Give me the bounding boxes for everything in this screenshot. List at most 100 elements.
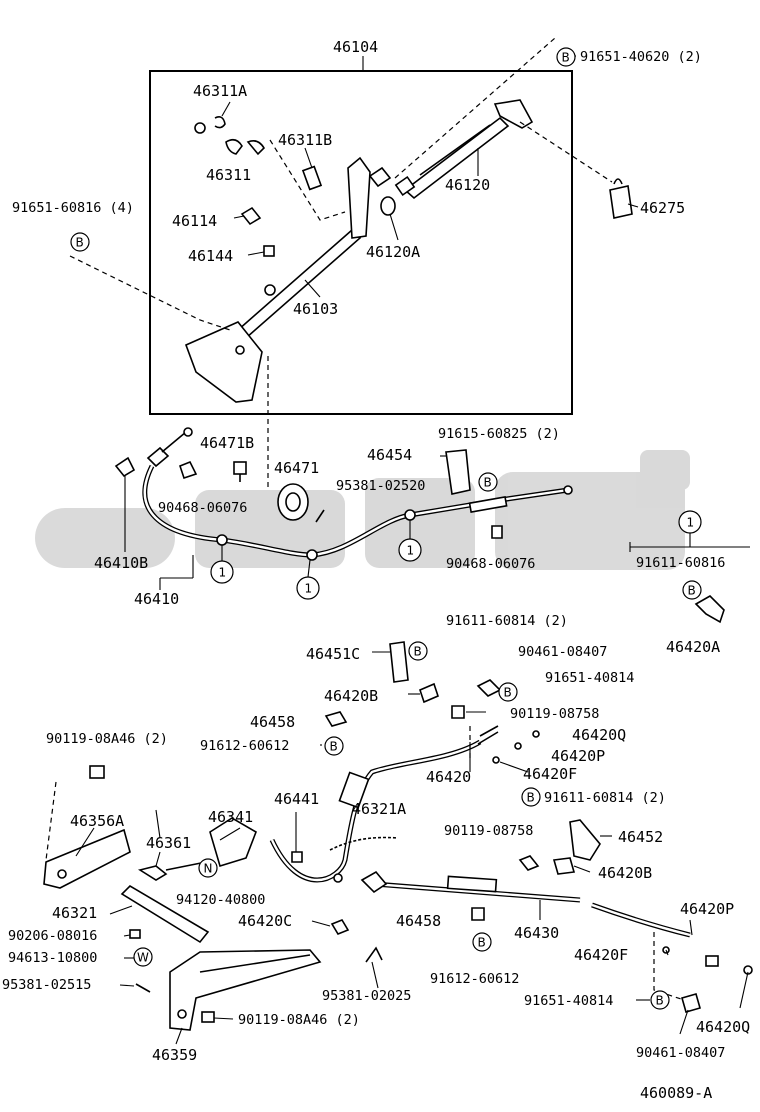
svg-text:B: B: [484, 476, 492, 490]
label-95381-02025: 95381-02025: [322, 988, 411, 1004]
leader-lines-lower: [45, 651, 749, 1045]
label-46275: 46275: [640, 199, 685, 217]
bracket-46420A: [694, 595, 725, 624]
svg-text:1: 1: [407, 544, 415, 558]
bracket-46275-tab: [613, 178, 623, 185]
label-94613-10800: 94613-10800: [8, 950, 97, 966]
mark-b-10: B: [650, 990, 670, 1010]
mark-b-8: B: [521, 787, 541, 807]
svg-text:B: B: [688, 584, 696, 598]
mark-w: W: [133, 947, 153, 967]
svg-text:B: B: [478, 936, 486, 950]
svg-text:1: 1: [219, 566, 227, 580]
label-46458-b: 46458: [396, 912, 441, 930]
label-46311A: 46311A: [193, 82, 247, 100]
assembly-label: 46104: [333, 38, 378, 56]
svg-text:B: B: [562, 51, 570, 65]
label-46420P-top: 46420P: [551, 747, 605, 765]
label-46359: 46359: [152, 1046, 197, 1064]
mark-b-7: B: [324, 736, 344, 756]
circle-markers: B B B B B B B B B B N W 1 1 1 1: [70, 47, 702, 1010]
label-90468-06076-b: 90468-06076: [446, 556, 535, 572]
label-90206-08016: 90206-08016: [8, 928, 97, 944]
label-91651-40620: 91651-40620 (2): [580, 49, 702, 65]
cable-46410: [142, 427, 573, 561]
label-46410: 46410: [134, 590, 179, 608]
brackets-lower: [324, 641, 753, 1013]
label-46103: 46103: [293, 300, 338, 318]
label-91651-40814-a: 91651-40814: [545, 670, 634, 686]
svg-text:1: 1: [305, 582, 313, 596]
label-95381-02515: 95381-02515: [2, 977, 91, 993]
label-46471: 46471: [274, 459, 319, 477]
label-91615-60825: 91615-60825 (2): [438, 426, 560, 442]
label-46321A: 46321A: [352, 800, 406, 818]
label-46420: 46420: [426, 768, 471, 786]
label-46144: 46144: [188, 247, 233, 265]
label-46420Q-top: 46420Q: [572, 726, 626, 744]
mark-b-9: B: [472, 932, 492, 952]
assembly-box: [149, 70, 573, 415]
label-46454: 46454: [367, 446, 412, 464]
mark-one-2: 1: [296, 576, 320, 600]
label-46420Q-bot: 46420Q: [696, 1018, 750, 1036]
svg-text:B: B: [527, 791, 535, 805]
label-91611-60814-a: 91611-60814 (2): [446, 613, 568, 629]
label-90461-08407-a: 90461-08407: [518, 644, 607, 660]
cable-46420: [269, 725, 499, 883]
label-46120A: 46120A: [366, 243, 420, 261]
rod-46120: [394, 99, 534, 200]
footer-code: 460089-A: [640, 1084, 712, 1102]
mark-n: N: [198, 858, 218, 878]
label-46361: 46361: [146, 834, 191, 852]
label-94120-40800: 94120-40800: [176, 892, 265, 908]
mark-one-1: 1: [210, 560, 234, 584]
label-90119-08758-b: 90119-08758: [444, 823, 533, 839]
cable-46430: [360, 870, 691, 938]
svg-text:B: B: [330, 740, 338, 754]
mark-one-3: 1: [398, 538, 422, 562]
label-46452: 46452: [618, 828, 663, 846]
bracket-46275: [609, 185, 633, 219]
label-46356A: 46356A: [70, 812, 124, 830]
leader-lines-upper: [69, 37, 639, 490]
label-90119-08A46-b: 90119-08A46 (2): [238, 1012, 360, 1028]
label-46311B: 46311B: [278, 131, 332, 149]
label-46311: 46311: [206, 166, 251, 184]
lever-46103: [184, 156, 371, 403]
label-46420C: 46420C: [238, 912, 292, 930]
label-91651-40814-b: 91651-40814: [524, 993, 613, 1009]
label-46321: 46321: [52, 904, 97, 922]
svg-text:B: B: [504, 686, 512, 700]
label-91611-60816: 91611-60816: [636, 555, 725, 571]
svg-text:1: 1: [687, 516, 695, 530]
label-90119-08758-a: 90119-08758: [510, 706, 599, 722]
mark-b-1: B: [556, 47, 576, 67]
mark-b-4: B: [682, 580, 702, 600]
label-91651-60816: 91651-60816 (4): [12, 200, 134, 216]
mark-b-2: B: [70, 232, 90, 252]
label-46430: 46430: [514, 924, 559, 942]
part-labels: 46311A 46311B 46311 46114 46144 46103 46…: [2, 49, 750, 1064]
small-hardware-upper: [194, 116, 396, 257]
label-91611-60814-b: 91611-60814 (2): [544, 790, 666, 806]
mark-one-legend: 1: [678, 510, 702, 534]
mark-b-6: B: [498, 682, 518, 702]
label-46420F-bot: 46420F: [574, 946, 628, 964]
label-90468-06076-a: 90468-06076: [158, 500, 247, 516]
label-90119-08A46-a: 90119-08A46 (2): [46, 731, 168, 747]
label-46420B-bot: 46420B: [598, 864, 652, 882]
svg-text:B: B: [656, 994, 664, 1008]
label-46471B: 46471B: [200, 434, 254, 452]
label-46420P-bot: 46420P: [680, 900, 734, 918]
label-46410B: 46410B: [94, 554, 148, 572]
label-46341: 46341: [208, 808, 253, 826]
small-hardware-middle: [114, 449, 750, 590]
label-46420B-top: 46420B: [324, 687, 378, 705]
mark-b-3: B: [478, 472, 498, 492]
svg-text:N: N: [204, 862, 213, 876]
label-91612-60612-a: 91612-60612: [200, 738, 289, 754]
label-46420A: 46420A: [666, 638, 720, 656]
svg-text:W: W: [137, 951, 149, 965]
